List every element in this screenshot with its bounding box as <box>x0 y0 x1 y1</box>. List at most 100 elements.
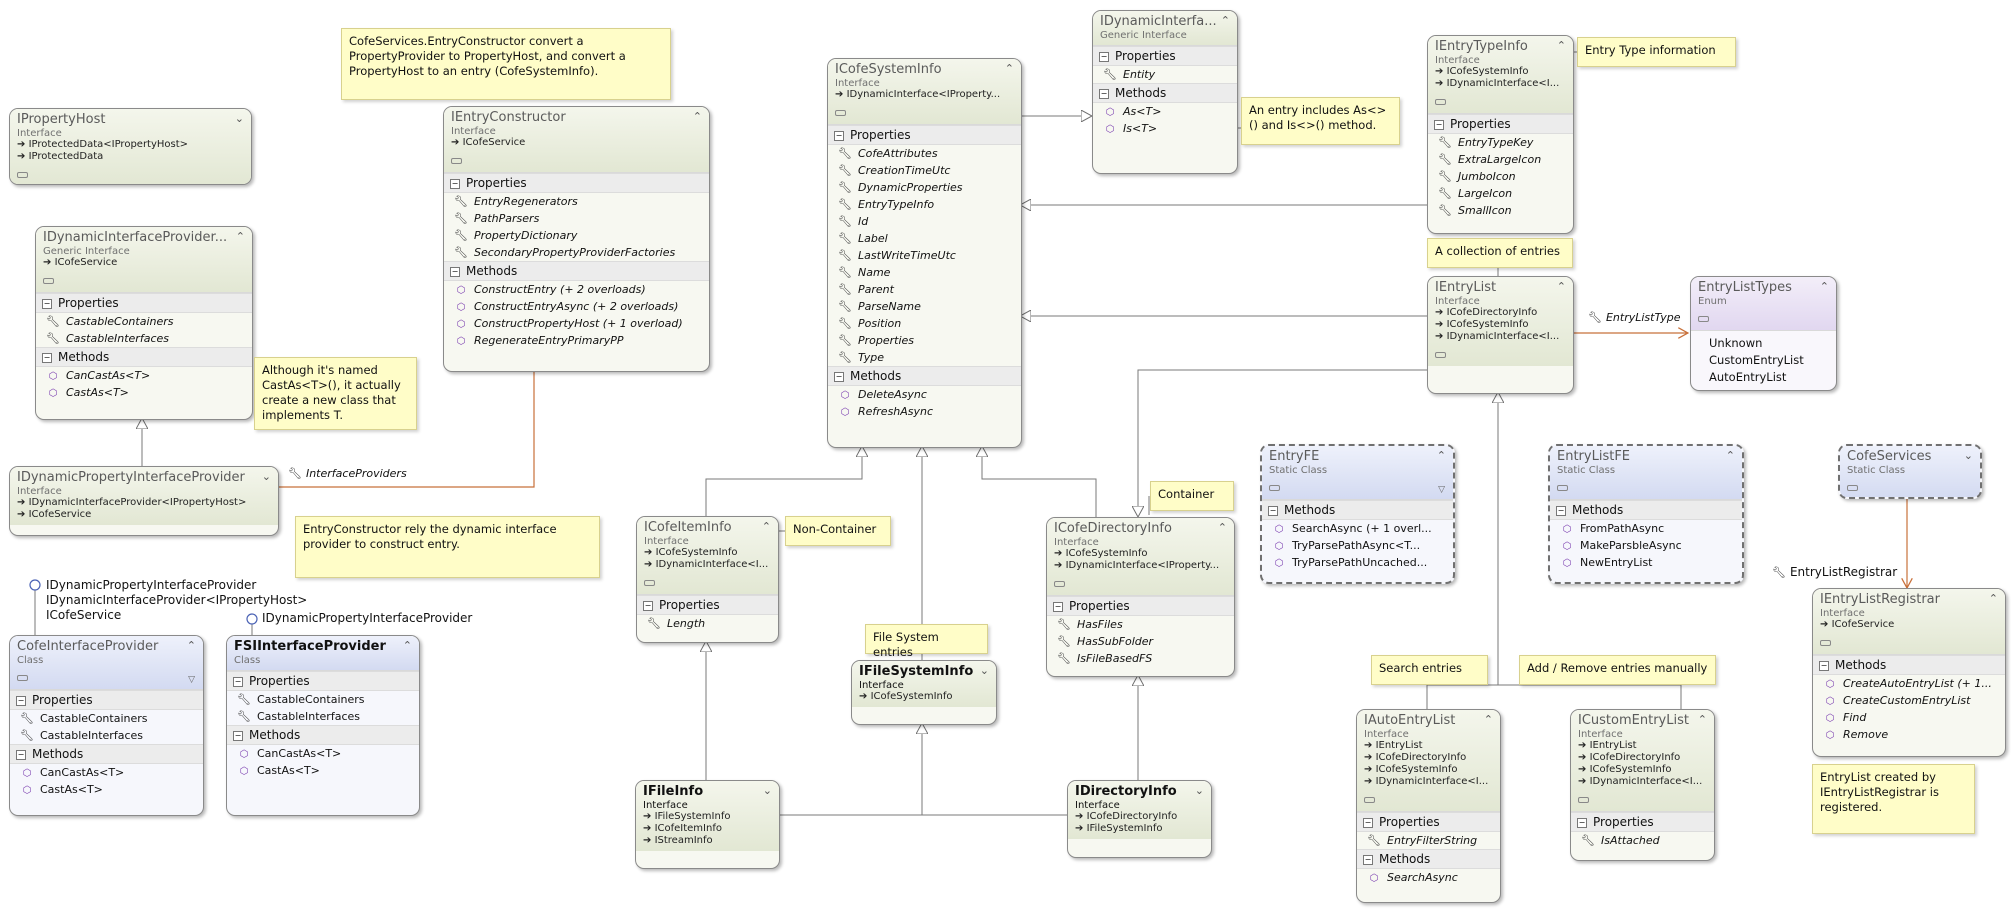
entryfe-shape[interactable]: EntryFE ⌃ Static Class ▽ −Methods ⬡Searc… <box>1260 444 1455 584</box>
property-item[interactable]: 🔧︎EntryRegenerators <box>454 195 578 208</box>
property-item[interactable]: 🔧︎Position <box>838 317 902 330</box>
property-item[interactable]: 🔧︎PathParsers <box>454 212 540 225</box>
method-item[interactable]: ⬡CreateCustomEntryList <box>1813 692 2005 709</box>
property-item[interactable]: 🔧︎Properties <box>838 334 915 347</box>
iautoentrylist-shape[interactable]: IAutoEntryList ⌃ Interface ➔ IEntryList … <box>1356 709 1501 903</box>
ientrylist-shape[interactable]: IEntryList ⌃ Interface ➔ ICofeDirectoryI… <box>1427 276 1574 394</box>
property-item[interactable]: 🔧︎HasSubFolder <box>1057 635 1154 648</box>
property-item[interactable]: 🔧︎CastableContainers <box>237 693 365 706</box>
expand-toggle-icon[interactable] <box>43 278 54 284</box>
collapse-chevron-icon[interactable]: ⌃ <box>1483 713 1493 726</box>
collapse-chevron-icon[interactable]: ⌃ <box>1556 280 1566 293</box>
property-item[interactable]: 🔧︎IsAttached <box>1581 834 1660 847</box>
property-item[interactable]: 🔧︎DynamicProperties <box>838 181 963 194</box>
idynamicpropertyinterfaceprovider-shape[interactable]: IDynamicPropertyInterfaceProvider ⌄ Inte… <box>9 466 279 536</box>
method-item[interactable]: ⬡ConstructEntryAsync (+ 2 overloads) <box>444 298 709 315</box>
property-item[interactable]: 🔧︎CastableInterfaces <box>20 729 143 742</box>
expand-toggle-icon[interactable] <box>644 580 655 586</box>
expand-toggle-icon[interactable] <box>1578 797 1589 803</box>
idynamicinterfaceprovider-shape[interactable]: IDynamicInterfaceProvider... ⌃ Generic I… <box>35 226 253 420</box>
methods-section[interactable]: −Methods <box>227 725 419 745</box>
properties-section[interactable]: −Properties <box>1357 812 1500 832</box>
idynamicinterface-shape[interactable]: IDynamicInterfa... ⌃ Generic Interface −… <box>1092 10 1238 174</box>
expand-toggle-icon[interactable] <box>1820 640 1831 646</box>
expand-toggle-icon[interactable] <box>17 172 28 178</box>
property-item[interactable]: 🔧︎Entity <box>1103 68 1156 81</box>
properties-section[interactable]: −Properties <box>227 671 419 691</box>
collapse-chevron-icon[interactable]: ⌃ <box>1697 713 1707 726</box>
properties-section[interactable]: −Properties <box>1571 812 1714 832</box>
property-item[interactable]: 🔧︎CastableContainers <box>46 315 174 328</box>
property-item[interactable]: 🔧︎EntryFilterString <box>1367 834 1478 847</box>
entrylistfe-shape[interactable]: EntryListFE ⌃ Static Class −Methods ⬡Fro… <box>1548 444 1744 584</box>
properties-section[interactable]: −Properties <box>828 125 1021 145</box>
ientrytypeinfo-shape[interactable]: IEntryTypeInfo ⌃ Interface ➔ ICofeSystem… <box>1427 35 1574 234</box>
property-item[interactable]: 🔧︎Type <box>838 351 885 364</box>
collapse-chevron-icon[interactable]: ⌃ <box>1819 280 1829 293</box>
expand-toggle-icon[interactable] <box>1557 485 1568 491</box>
collapse-chevron-icon[interactable]: ⌃ <box>1436 449 1446 462</box>
collapse-chevron-icon[interactable]: ⌃ <box>1556 39 1566 52</box>
method-item[interactable]: ⬡Find <box>1813 709 2005 726</box>
method-item[interactable]: ⬡As<T> <box>1093 103 1237 120</box>
property-item[interactable]: 🔧︎Label <box>838 232 888 245</box>
methods-section[interactable]: −Methods <box>1357 849 1500 869</box>
collapse-chevron-icon[interactable]: ⌃ <box>1725 449 1735 462</box>
property-item[interactable]: 🔧︎PropertyDictionary <box>454 229 578 242</box>
property-item[interactable]: 🔧︎SecondaryPropertyProviderFactories <box>454 246 676 259</box>
collapse-chevron-icon[interactable]: ⌄ <box>762 784 772 797</box>
method-item[interactable]: ⬡RefreshAsync <box>828 403 1021 420</box>
expand-toggle-icon[interactable] <box>1847 485 1858 491</box>
method-item[interactable]: ⬡CastAs<T> <box>10 781 203 798</box>
method-item[interactable]: ⬡CastAs<T> <box>227 762 419 779</box>
expand-toggle-icon[interactable] <box>451 158 462 164</box>
collapse-chevron-icon[interactable]: ⌄ <box>979 664 989 677</box>
collapse-chevron-icon[interactable]: ⌃ <box>692 110 702 123</box>
method-item[interactable]: ⬡DeleteAsync <box>828 386 1021 403</box>
expand-toggle-icon[interactable] <box>1269 485 1280 491</box>
idirectoryinfo-shape[interactable]: IDirectoryInfo ⌄ Interface ➔ ICofeDirect… <box>1067 780 1212 858</box>
methods-section[interactable]: −Methods <box>1550 500 1742 520</box>
property-item[interactable]: 🔧︎IsFileBasedFS <box>1057 652 1153 665</box>
method-item[interactable]: ⬡CanCastAs<T> <box>36 367 252 384</box>
properties-section[interactable]: −Properties <box>1047 596 1234 616</box>
collapse-chevron-icon[interactable]: ⌄ <box>1963 449 1973 462</box>
method-item[interactable]: ⬡CanCastAs<T> <box>227 745 419 762</box>
ifileinfo-shape[interactable]: IFileInfo ⌄ Interface ➔ IFileSystemInfo … <box>635 780 780 869</box>
method-item[interactable]: ⬡SearchAsync (+ 1 overl... <box>1262 520 1453 537</box>
property-item[interactable]: 🔧︎LargeIcon <box>1438 187 1513 200</box>
icofesysteminfo-shape[interactable]: ICofeSystemInfo ⌃ Interface ➔ IDynamicIn… <box>827 58 1022 448</box>
collapse-chevron-icon[interactable]: ⌃ <box>761 520 771 533</box>
entrylisttypes-shape[interactable]: EntryListTypes ⌃ Enum Unknown CustomEntr… <box>1690 276 1837 391</box>
properties-section[interactable]: −Properties <box>36 293 252 313</box>
method-item[interactable]: ⬡CanCastAs<T> <box>10 764 203 781</box>
property-item[interactable]: 🔧︎EntryTypeInfo <box>838 198 935 211</box>
method-item[interactable]: ⬡CastAs<T> <box>36 384 252 401</box>
ientrylistregistrar-shape[interactable]: IEntryListRegistrar ⌃ Interface ➔ ICofeS… <box>1812 588 2006 757</box>
icofedirectoryinfo-shape[interactable]: ICofeDirectoryInfo ⌃ Interface ➔ ICofeSy… <box>1046 517 1235 677</box>
icustomentrylist-shape[interactable]: ICustomEntryList ⌃ Interface ➔ IEntryLis… <box>1570 709 1715 861</box>
properties-section[interactable]: −Properties <box>1428 114 1573 134</box>
expand-toggle-icon[interactable] <box>1435 352 1446 358</box>
method-item[interactable]: ⬡ConstructPropertyHost (+ 1 overload) <box>444 315 709 332</box>
property-item[interactable]: 🔧︎JumboIcon <box>1438 170 1516 183</box>
methods-section[interactable]: −Methods <box>10 744 203 764</box>
methods-section[interactable]: −Methods <box>828 366 1021 386</box>
methods-section[interactable]: −Methods <box>1262 500 1453 520</box>
method-item[interactable]: ⬡Is<T> <box>1093 120 1237 137</box>
filter-icon[interactable]: ▽ <box>1438 485 1445 495</box>
method-item[interactable]: ⬡ConstructEntry (+ 2 overloads) <box>444 281 709 298</box>
ientryconstructor-shape[interactable]: IEntryConstructor ⌃ Interface ➔ ICofeSer… <box>443 106 710 372</box>
expand-toggle-icon[interactable] <box>1054 581 1065 587</box>
method-item[interactable]: ⬡CreateAutoEntryList (+ 1... <box>1813 675 2005 692</box>
methods-section[interactable]: −Methods <box>36 347 252 367</box>
method-item[interactable]: ⬡NewEntryList <box>1550 554 1742 571</box>
collapse-chevron-icon[interactable]: ⌃ <box>186 639 196 652</box>
collapse-chevron-icon[interactable]: ⌃ <box>1220 14 1230 27</box>
expand-toggle-icon[interactable] <box>1435 99 1446 105</box>
methods-section[interactable]: −Methods <box>444 261 709 281</box>
collapse-chevron-icon[interactable]: ⌃ <box>1004 62 1014 75</box>
method-item[interactable]: ⬡Remove <box>1813 726 2005 743</box>
collapse-chevron-icon[interactable]: ⌄ <box>234 112 244 125</box>
cofeservices-shape[interactable]: CofeServices ⌄ Static Class <box>1838 444 1982 499</box>
